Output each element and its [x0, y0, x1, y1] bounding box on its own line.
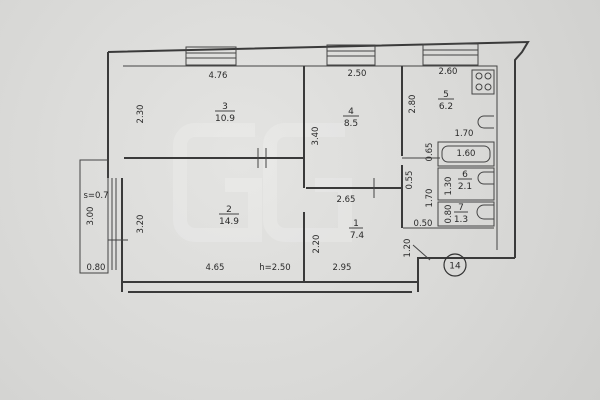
- watermark: [173, 123, 352, 242]
- dim-170: 1.70: [425, 189, 435, 208]
- dim-r7-height: 0.80: [444, 205, 454, 224]
- dim-r3-height: 2.30: [136, 105, 146, 124]
- dim-r1-height: 2.20: [312, 235, 322, 254]
- room-5-number: 5: [443, 90, 449, 100]
- window-top-mid: [326, 44, 376, 66]
- window-top-left: [185, 46, 237, 66]
- room-1-area: 7.4: [350, 231, 365, 241]
- room-3-number: 3: [222, 102, 228, 112]
- dim-r2-width: 4.65: [206, 263, 225, 273]
- apartment-number: 14: [449, 262, 461, 272]
- dim-balcony-height: 3.00: [86, 207, 96, 226]
- room-6-label: 6 2.1: [458, 170, 472, 192]
- room-4-number: 4: [348, 107, 354, 117]
- room-7-label: 7 1.3: [454, 203, 468, 225]
- dim-r1-width: 2.95: [333, 263, 352, 273]
- dim-r3-width: 4.76: [209, 71, 228, 81]
- dim-065: 0.65: [425, 143, 435, 162]
- dimension-labels: 4.76 2.50 2.60 2.30 3.40 2.80 3.20 4.65 …: [83, 67, 475, 273]
- dim-r6-height: 1.30: [444, 177, 454, 196]
- room-6-area: 2.1: [458, 182, 472, 192]
- dim-r4-width: 2.50: [348, 69, 367, 79]
- dim-r5-width: 2.60: [439, 67, 458, 77]
- toilet-icon: [476, 204, 494, 220]
- kitchen-sink-icon: [477, 115, 494, 129]
- dim-balcony-area: s=0.7: [83, 191, 108, 201]
- dim-050: 0.50: [414, 219, 433, 229]
- dim-ceiling-height: h=2.50: [259, 263, 290, 273]
- dim-120: 1.20: [403, 239, 413, 258]
- room-5-area: 6.2: [439, 102, 453, 112]
- dim-balcony-depth: 0.80: [87, 263, 106, 273]
- bathtub-icon: [441, 145, 491, 163]
- room-1-label: 1 7.4: [349, 219, 364, 241]
- room-1-number: 1: [353, 219, 359, 229]
- room-5-label: 5 6.2: [438, 90, 454, 112]
- room-3-label: 3 10.9: [215, 102, 235, 124]
- room-6-number: 6: [462, 170, 468, 180]
- room-2-label: 2 14.9: [219, 205, 239, 227]
- stove-icon: [471, 69, 495, 95]
- room-7-number: 7: [458, 203, 464, 213]
- dim-r5-height: 2.80: [408, 95, 418, 114]
- dim-r1-top: 2.65: [337, 195, 356, 205]
- room-4-area: 8.5: [344, 119, 358, 129]
- apartment-number-badge: 14: [443, 253, 467, 277]
- dim-bath-top: 1.70: [455, 129, 474, 139]
- dim-r2-height: 3.20: [136, 215, 146, 234]
- room-3-area: 10.9: [215, 114, 235, 124]
- dim-r6-width: 1.60: [457, 149, 476, 159]
- window-top-right: [422, 43, 479, 66]
- door-marks: [257, 148, 431, 261]
- room-2-number: 2: [226, 205, 232, 215]
- room-7-area: 1.3: [454, 215, 468, 225]
- room-2-area: 14.9: [219, 217, 239, 227]
- room-4-label: 4 8.5: [343, 107, 359, 129]
- balcony: [79, 159, 128, 274]
- outer-walls: [107, 40, 530, 293]
- washbasin-icon: [477, 171, 494, 185]
- dim-r4-height: 3.40: [311, 127, 321, 146]
- interior-walls: [124, 66, 495, 282]
- dim-055: 0.55: [405, 171, 415, 190]
